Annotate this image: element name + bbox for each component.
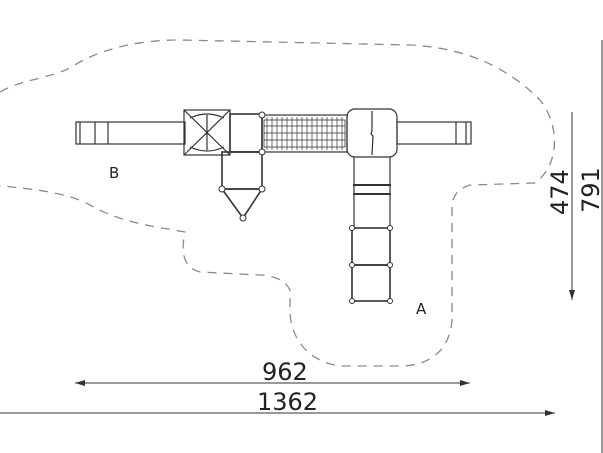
zone-label-a: A (416, 300, 427, 318)
round-tower (346, 108, 398, 158)
zone-label-b: B (109, 164, 119, 182)
platform (229, 113, 263, 153)
safety-zone-outline (0, 39, 556, 367)
dimension-inner-depth: 474 (546, 169, 574, 215)
triangle-climber (220, 188, 264, 220)
climber-panel-1 (351, 227, 391, 266)
tunnel (353, 157, 391, 228)
dimension-outer-depth: 791 (577, 167, 603, 213)
lower-platform (221, 151, 263, 190)
left-slide (75, 121, 186, 145)
play-structure (75, 108, 472, 304)
dimension-inner-width: 962 (262, 358, 308, 386)
climber-panel-2 (351, 264, 391, 302)
net-bridge (261, 114, 348, 153)
right-slide (396, 121, 472, 145)
dimension-outer-width: 1362 (257, 388, 318, 416)
roof-tower (183, 109, 231, 156)
